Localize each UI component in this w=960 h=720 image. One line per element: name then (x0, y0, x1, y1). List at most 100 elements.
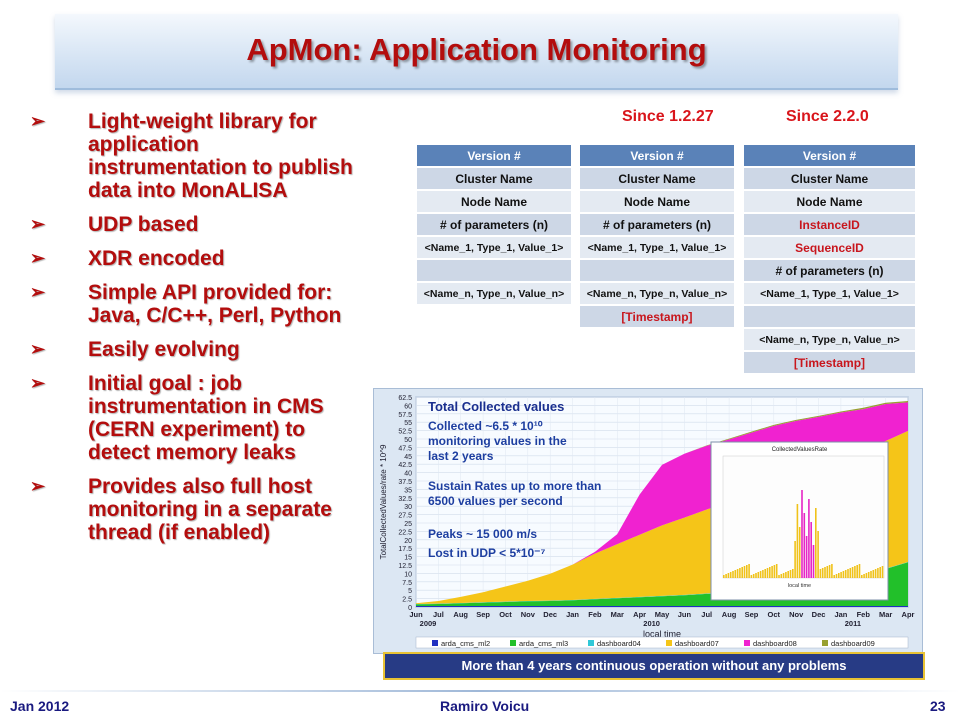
bullet-text: Provides also full host monitoring in a … (88, 475, 332, 544)
y-tick-label: 47.5 (398, 445, 412, 452)
x-tick-label: Oct (499, 610, 512, 619)
y-tick-label: 10 (404, 571, 412, 578)
inset-bar (840, 572, 842, 578)
inset-bar (782, 573, 785, 578)
inset-bar (727, 573, 730, 578)
y-tick-label: 52.5 (398, 429, 412, 436)
y-tick-label: 17.5 (398, 546, 412, 553)
inset-bar (769, 567, 771, 578)
table-cell: <Name_n, Type_n, Value_n> (744, 329, 915, 350)
inset-bar (808, 499, 810, 578)
chart-annotation: Collected ~6.5 * 10¹⁰ monitoring values … (428, 419, 567, 463)
x-tick-label: Feb (588, 610, 602, 619)
footer-page-number: 23 (930, 698, 946, 714)
x-tick-label: Jan (834, 610, 847, 619)
inset-bar (817, 531, 819, 578)
table-cell: InstanceID (744, 214, 915, 235)
x-tick-label: Aug (453, 610, 468, 619)
y-tick-label: 55 (404, 420, 412, 427)
y-tick-label: 62.5 (398, 395, 412, 402)
x-axis-label: local time (643, 629, 681, 639)
inset-bar (847, 569, 849, 578)
inset-bar (789, 570, 792, 578)
inset-bar (858, 564, 861, 578)
y-tick-label: 15 (404, 555, 412, 562)
table-cell: Node Name (580, 191, 734, 212)
chart-svg: 02.557.51012.51517.52022.52527.53032.535… (379, 395, 915, 649)
inset-bar (874, 569, 877, 578)
x-tick-label: Dec (543, 610, 557, 619)
y-tick-label: 42.5 (398, 462, 412, 469)
inset-bar (734, 570, 737, 578)
table-cell: <Name_n, Type_n, Value_n> (417, 283, 571, 304)
packet-table-v3: Version # Cluster Name Node Name Instanc… (744, 143, 915, 375)
table-cell: [Timestamp] (744, 352, 915, 373)
inset-bar (865, 573, 868, 578)
inset-bar (849, 568, 852, 578)
y-tick-label: 45 (404, 454, 412, 461)
x-tick-label: Feb (857, 610, 871, 619)
inset-bar (743, 566, 746, 578)
inset-bar (810, 522, 812, 578)
table-cell: Cluster Name (744, 168, 915, 189)
bullet-item: ➢UDP based (30, 213, 355, 236)
chart-title: Total Collected values (428, 399, 565, 414)
inset-bar (736, 569, 739, 578)
footer-author: Ramiro Voicu (440, 698, 530, 714)
inset-bar (828, 565, 831, 578)
inset-bar (863, 574, 865, 578)
inset-title: CollectedValuesRate (772, 447, 828, 453)
legend-label-dashboard04: dashboard04 (597, 639, 641, 648)
inset-bar (741, 567, 743, 578)
inset-bar (785, 572, 787, 578)
inset-bar (856, 565, 858, 578)
inset-bar (861, 575, 863, 578)
bullet-item: ➢Easily evolving (30, 338, 355, 361)
y-tick-label: 50 (404, 437, 412, 444)
since-label-1: Since 1.2.27 (622, 108, 714, 125)
table-cell: Cluster Name (580, 168, 734, 189)
x-tick-label: Sep (745, 610, 759, 619)
inset-bar (762, 570, 764, 578)
footer-date: Jan 2012 (10, 698, 70, 714)
table-cell: Node Name (417, 191, 571, 212)
legend-swatch (588, 640, 594, 646)
legend-swatch (744, 640, 750, 646)
y-tick-label: 25 (404, 521, 412, 528)
table-cell: Node Name (744, 191, 915, 212)
inset-bar (805, 536, 808, 578)
inset-bar (796, 504, 799, 578)
y-tick-label: 22.5 (398, 529, 412, 536)
y-tick-label: 32.5 (398, 496, 412, 503)
bullet-list: ➢Light-weight library for application in… (30, 110, 355, 555)
inset-bar (778, 575, 780, 578)
inset-bar (870, 571, 872, 578)
table-cell: Version # (417, 145, 571, 166)
inset-bar (877, 568, 879, 578)
x-tick-label: Jan (566, 610, 579, 619)
inset-bar (766, 568, 769, 578)
y-tick-label: 30 (404, 504, 412, 511)
inset-bar (723, 575, 725, 578)
inset-bar (842, 571, 845, 578)
x-tick-label: Jul (701, 610, 712, 619)
arrow-bullet-icon: ➢ (30, 248, 46, 268)
inset-bar (815, 508, 817, 578)
legend-label-dashboard07: dashboard07 (675, 639, 719, 648)
inset-bar (826, 566, 829, 578)
x-tick-label: Mar (611, 610, 624, 619)
table-cell: <Name_1, Type_1, Value_1> (744, 283, 915, 304)
x-tick-label: Dec (812, 610, 826, 619)
inset-bar (835, 574, 838, 578)
legend-swatch (666, 640, 672, 646)
inset-bar (780, 574, 783, 578)
inset-bar (725, 574, 727, 578)
inset-bar (831, 564, 833, 578)
legend-label-dashboard09: dashboard09 (831, 639, 875, 648)
legend-label-arda_cms_ml3: arda_cms_ml3 (519, 639, 568, 648)
x-year-label: 2009 (420, 619, 437, 628)
table-cell: # of parameters (n) (744, 260, 915, 281)
table-cell: Cluster Name (417, 168, 571, 189)
legend-label-arda_cms_ml2: arda_cms_ml2 (441, 639, 490, 648)
